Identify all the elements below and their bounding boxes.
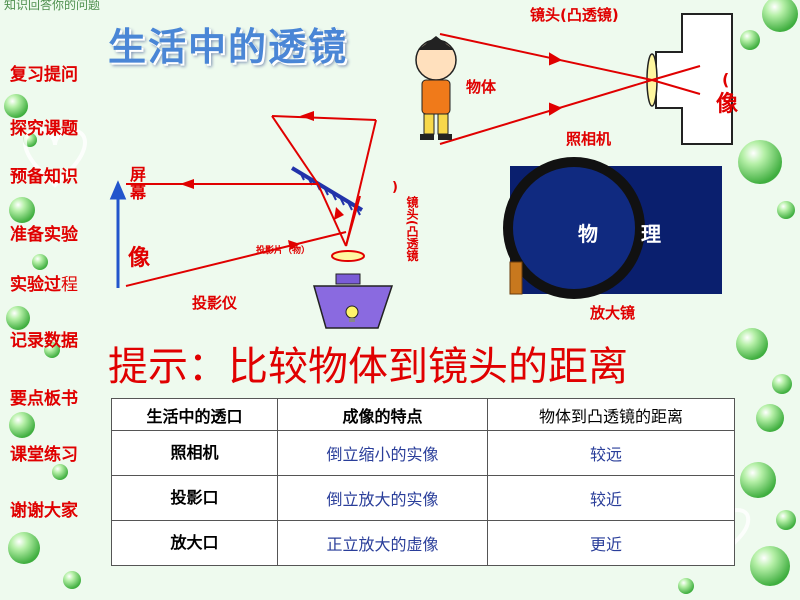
camera-image-label: 像 bbox=[716, 92, 739, 117]
hint-text: 提示：比较物体到镜头的距离 bbox=[108, 344, 628, 390]
magnifier-inner-text: 物 理 bbox=[578, 222, 679, 246]
table-cell-feature: 倒立放大的实像 bbox=[277, 475, 488, 521]
nav-item-label-suffix: 程 bbox=[61, 275, 78, 295]
table-row: 放大口 正立放大的虚像 更近 bbox=[111, 520, 735, 566]
table-cell-name: 放大口 bbox=[111, 520, 278, 566]
table-header-row: 生活中的透口 成像的特点 物体到凸透镜的距离 bbox=[111, 398, 735, 431]
bulb-icon bbox=[345, 305, 359, 322]
nav-item-thanks[interactable]: 谢谢大家 bbox=[10, 501, 78, 521]
screen-image-arrow bbox=[109, 180, 127, 288]
projector-lens-shape bbox=[331, 250, 365, 262]
camera-lens-label: 镜头(凸透镜) bbox=[530, 6, 619, 24]
nav-item-prepare-experiment[interactable]: 准备实验 bbox=[10, 225, 78, 245]
projector-name-label: 投影仪 bbox=[192, 294, 238, 312]
nav-item-topic[interactable]: 探究课题 bbox=[10, 119, 78, 139]
nav-item-prerequisite[interactable]: 预备知识 bbox=[10, 167, 78, 187]
table-header-lens: 生活中的透口 bbox=[111, 398, 278, 431]
nav-item-review[interactable]: 复习提问 bbox=[10, 65, 78, 85]
projector-lens-label: 镜头(凸透镜 bbox=[405, 196, 419, 262]
table-cell-feature: 倒立缩小的实像 bbox=[277, 430, 488, 476]
magnifier-name-label: 放大镜 bbox=[590, 304, 636, 322]
camera-object-label: 物体 bbox=[466, 78, 497, 96]
table-header-feature: 成像的特点 bbox=[277, 398, 488, 431]
object-figure bbox=[415, 36, 457, 140]
table-cell-distance: 较远 bbox=[487, 430, 735, 476]
projector-lens-bracket: ) bbox=[392, 180, 398, 195]
table-cell-name: 投影口 bbox=[111, 475, 278, 521]
nav-item-record-data[interactable]: 记录数据 bbox=[10, 331, 78, 351]
projector-slide-label: 投影片（物） bbox=[256, 246, 311, 256]
projector-screen-label: 屏幕 bbox=[127, 166, 146, 202]
table-cell-feature: 正立放大的虚像 bbox=[277, 520, 488, 566]
table-cell-name: 照相机 bbox=[111, 430, 278, 476]
bubble-decoration bbox=[4, 0, 798, 594]
page-title: 生活中的透镜 bbox=[108, 25, 349, 69]
nav-item-label: 实验过 bbox=[10, 275, 61, 295]
magnifier-lens-shape bbox=[503, 157, 645, 299]
camera-body-shape bbox=[655, 13, 733, 145]
table-cell-distance: 较近 bbox=[487, 475, 735, 521]
corner-note: 知识回答你的问题 bbox=[4, 0, 101, 12]
nav-item-key-points[interactable]: 要点板书 bbox=[10, 389, 78, 409]
camera-image-bracket: ( bbox=[722, 70, 730, 89]
sidebar-nav: 复习提问 探究课题 预备知识 准备实验 实验过程 记录数据 要点板书 课堂练习 … bbox=[0, 0, 100, 600]
table-row: 照相机 倒立缩小的实像 较远 bbox=[111, 430, 735, 476]
magnifier-handle-shape bbox=[509, 261, 523, 295]
nav-item-exercise[interactable]: 课堂练习 bbox=[10, 445, 78, 465]
table-cell-distance: 更近 bbox=[487, 520, 735, 566]
comparison-table: 生活中的透口 成像的特点 物体到凸透镜的距离 照相机 倒立缩小的实像 较远 投影… bbox=[111, 398, 735, 566]
projector-image-label: 像 bbox=[128, 246, 151, 271]
nav-item-experiment-process[interactable]: 实验过程 bbox=[10, 270, 78, 295]
table-row: 投影口 倒立放大的实像 较近 bbox=[111, 475, 735, 521]
table-header-distance: 物体到凸透镜的距离 bbox=[487, 398, 735, 431]
camera-name-label: 照相机 bbox=[566, 130, 612, 148]
